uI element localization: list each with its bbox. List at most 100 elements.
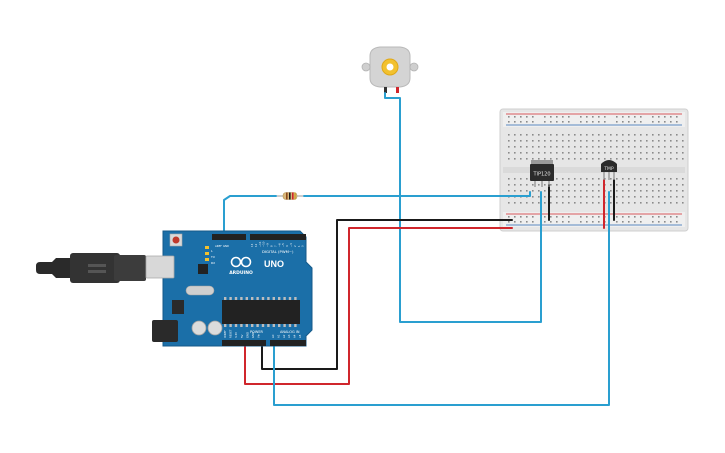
terminal-hole (664, 140, 666, 142)
rail-hole (532, 116, 534, 118)
header-top-left (212, 234, 246, 240)
breadboard[interactable] (499, 108, 689, 232)
terminal-hole (586, 158, 588, 160)
rail-hole (628, 116, 630, 118)
wire-motor-blue[interactable] (384, 92, 542, 323)
chip-pin (272, 324, 275, 327)
resistor[interactable] (276, 192, 304, 200)
temperature-sensor[interactable]: TMP (601, 160, 617, 180)
wire-gnd-black[interactable] (261, 219, 513, 370)
terminal-hole (640, 202, 642, 204)
terminal-hole (580, 134, 582, 136)
terminal-hole (628, 152, 630, 154)
rail-hole (676, 116, 678, 118)
terminal-hole (544, 202, 546, 204)
sensor-label: TMP (603, 166, 614, 172)
terminal-hole (526, 152, 528, 154)
rail-hole (514, 121, 516, 123)
terminal-hole (664, 178, 666, 180)
terminal-hole (568, 134, 570, 136)
terminal-hole (520, 178, 522, 180)
terminal-hole (622, 140, 624, 142)
rail-hole (658, 221, 660, 223)
wire-analog-blue[interactable] (273, 191, 610, 406)
wire-motor-red[interactable] (398, 93, 502, 115)
rail-hole (652, 216, 654, 218)
terminal-hole (532, 196, 534, 198)
power-jack (152, 320, 178, 342)
terminal-hole (574, 134, 576, 136)
pin-label: A1 (276, 334, 280, 338)
terminal-hole (514, 134, 516, 136)
terminal-hole (682, 184, 684, 186)
l-label: L (211, 249, 213, 253)
rail-hole (526, 216, 528, 218)
terminal-hole (676, 146, 678, 148)
rail-hole (664, 121, 666, 123)
chip-pin (240, 324, 243, 327)
terminal-hole (514, 184, 516, 186)
pin-label: ~6 (277, 243, 281, 247)
pin-label: GND (245, 332, 249, 338)
dc-motor[interactable] (361, 46, 419, 93)
rail-hole (550, 116, 552, 118)
terminal-hole (580, 158, 582, 160)
terminal-hole (682, 202, 684, 204)
terminal-hole (532, 184, 534, 186)
terminal-hole (634, 134, 636, 136)
header-top-right (250, 234, 306, 240)
chip-pin (251, 324, 254, 327)
chip-pin (288, 324, 292, 327)
terminal-hole (586, 134, 588, 136)
terminal-hole (568, 158, 570, 160)
terminal-hole (586, 152, 588, 154)
terminal-hole (562, 184, 564, 186)
rail-hole (598, 216, 600, 218)
rail-hole (604, 121, 606, 123)
pin-label: ~11 (258, 241, 262, 247)
wire-resistor-blue[interactable] (303, 191, 531, 197)
terminal-hole (526, 158, 528, 160)
terminal-hole (574, 152, 576, 154)
terminal-hole (682, 152, 684, 154)
rail-hole (652, 121, 654, 123)
header-analog (270, 340, 306, 346)
capacitor (207, 320, 223, 336)
regulator (172, 300, 184, 314)
wire-5v-red[interactable] (244, 227, 513, 385)
terminal-hole (556, 134, 558, 136)
terminal-hole (544, 158, 546, 160)
rail-hole (508, 221, 510, 223)
rail-hole (532, 216, 534, 218)
rail-hole (670, 121, 672, 123)
terminal-hole (628, 190, 630, 192)
terminal-hole (520, 202, 522, 204)
arduino-uno-board[interactable]: ARDUINO UNO DIGITAL (PWM~) POWER ANALOG … (145, 230, 313, 347)
terminal-hole (658, 152, 660, 154)
pin-label: 1 (297, 245, 301, 247)
terminal-hole (562, 140, 564, 142)
terminal-hole (640, 196, 642, 198)
terminal-hole (652, 146, 654, 148)
terminal-hole (550, 140, 552, 142)
rail-hole (604, 116, 606, 118)
terminal-hole (598, 178, 600, 180)
terminal-hole (670, 196, 672, 198)
terminal-hole (562, 202, 564, 204)
terminal-hole (640, 134, 642, 136)
terminal-hole (586, 202, 588, 204)
rail-hole (622, 116, 624, 118)
transistor-tip120[interactable]: TIP120 (530, 160, 554, 187)
terminal-hole (574, 146, 576, 148)
terminal-hole (646, 178, 648, 180)
terminal-hole (580, 184, 582, 186)
rail-hole (550, 121, 552, 123)
terminal-hole (616, 178, 618, 180)
wire-pin-to-resistor[interactable] (223, 195, 277, 235)
usb-cable[interactable] (36, 253, 146, 283)
chip-pin (256, 297, 259, 300)
rail-hole (676, 121, 678, 123)
terminal-hole (640, 140, 642, 142)
led-rx (205, 258, 209, 261)
